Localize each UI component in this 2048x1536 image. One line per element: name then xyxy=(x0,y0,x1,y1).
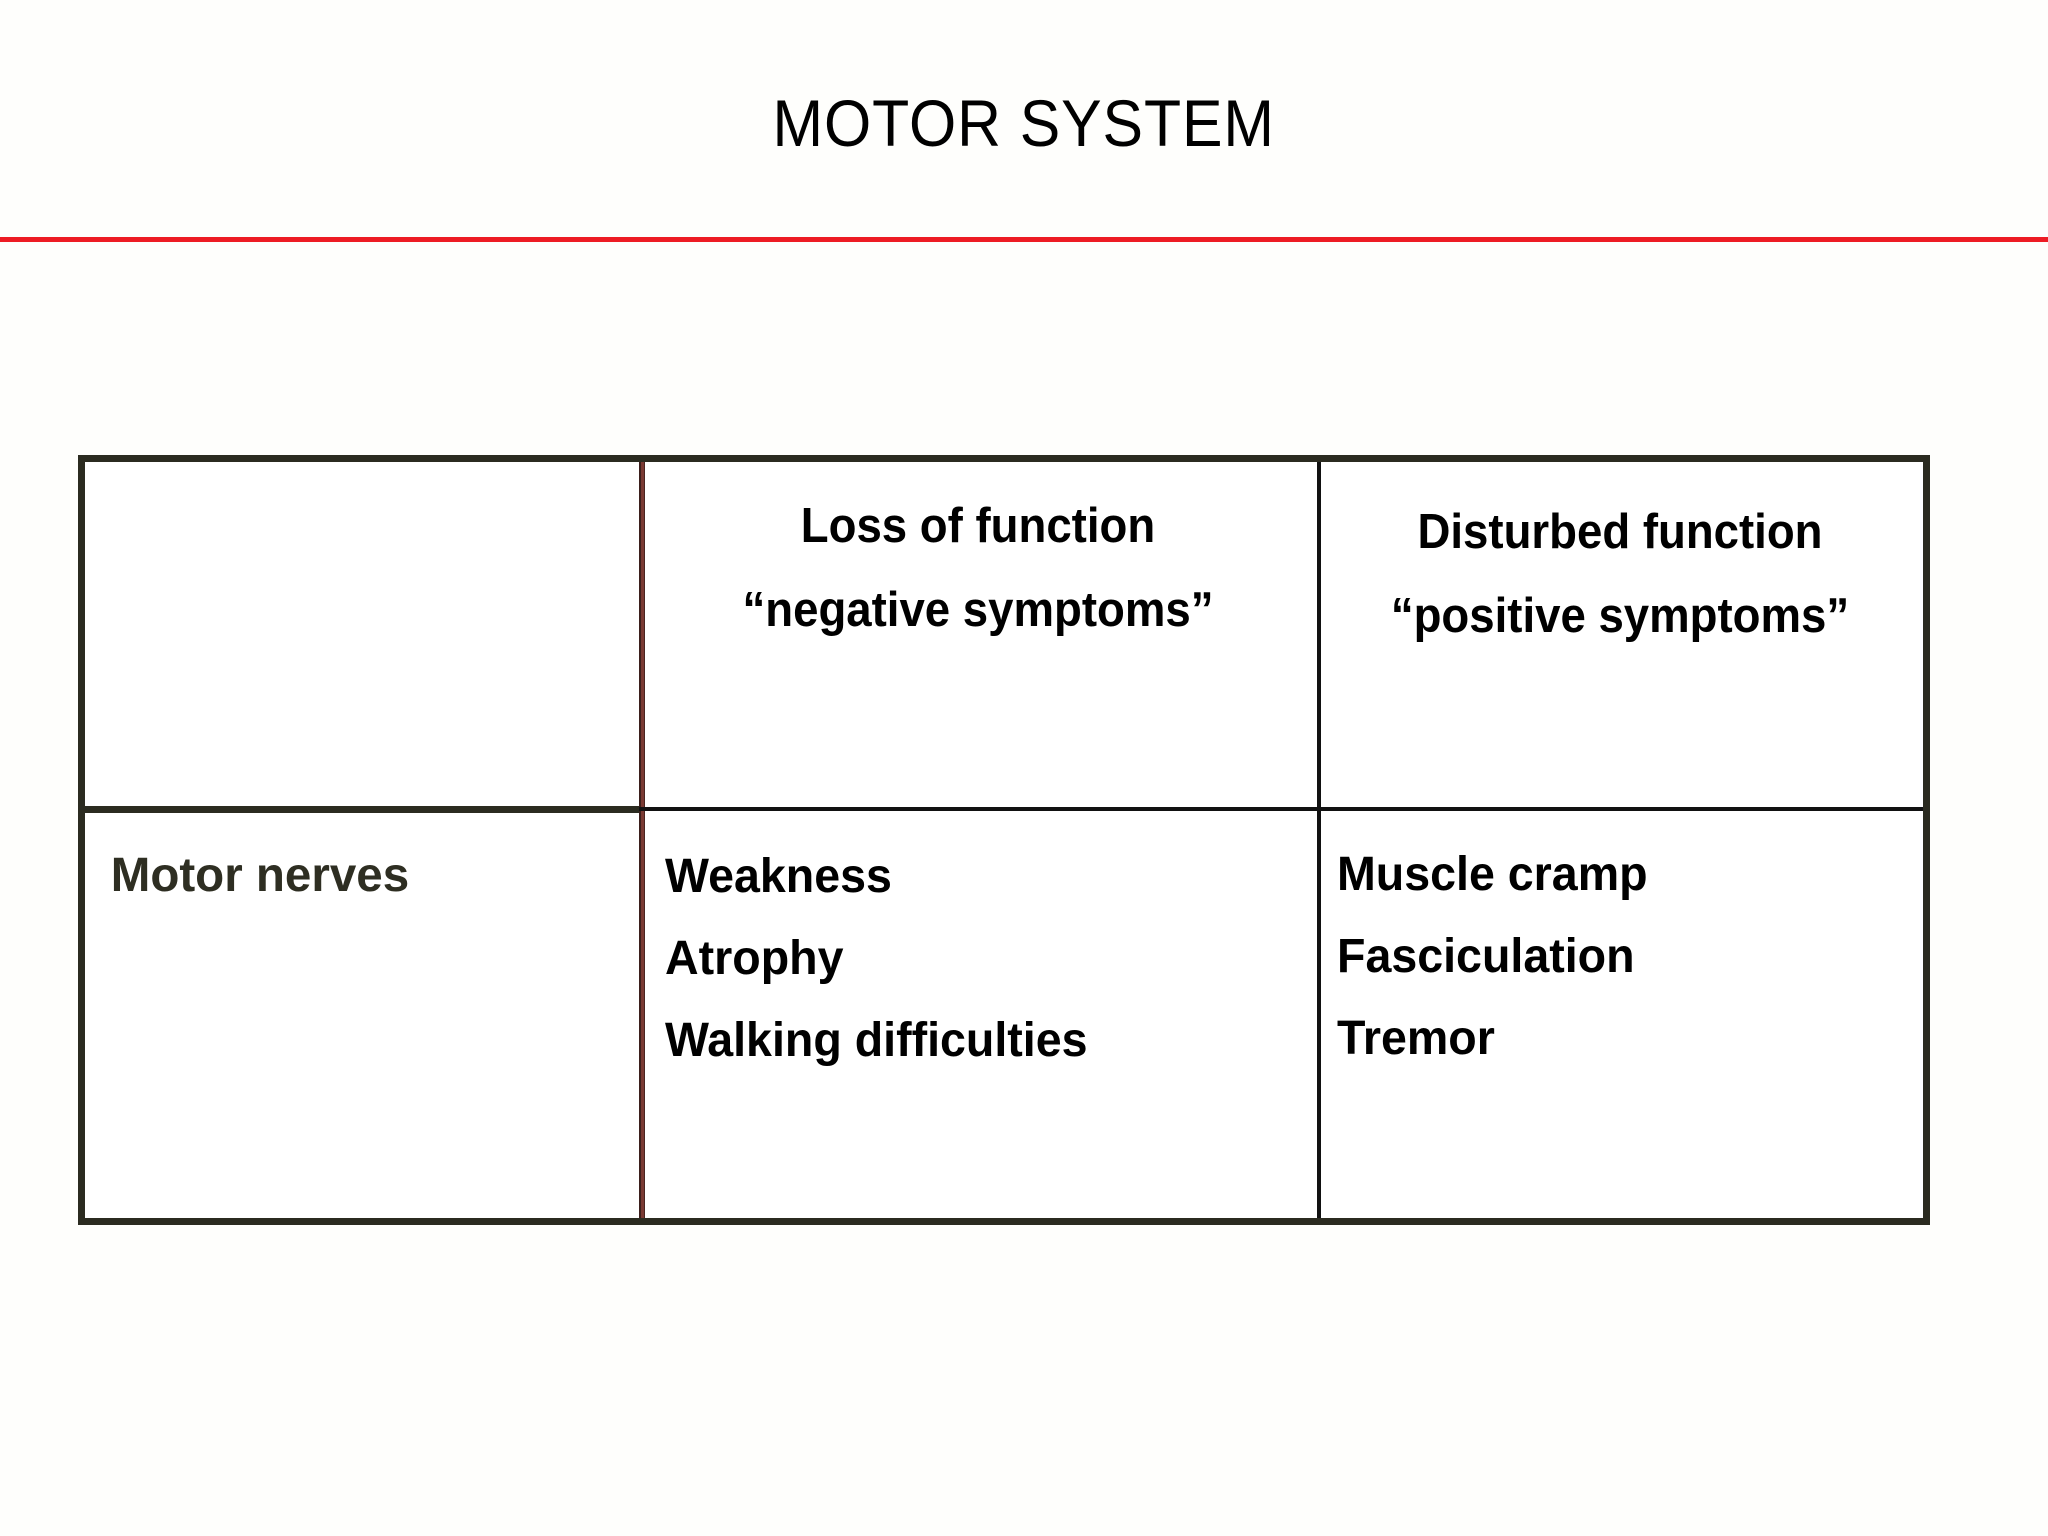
table-cell-positive-symptoms: Muscle cramp Fasciculation Tremor xyxy=(1317,808,1923,1218)
table-header-negative-block: Loss of function “negative symptoms” xyxy=(663,462,1294,652)
list-item: Atrophy xyxy=(665,932,844,985)
table-header-positive-block: Disturbed function “positive symptoms” xyxy=(1338,462,1902,658)
table-cell-negative-symptoms: Weakness Atrophy Walking difficulties xyxy=(639,808,1317,1218)
list-item: Walking difficulties xyxy=(665,1014,1088,1067)
table-row: Motor nerves Weakness Atrophy Walking di… xyxy=(85,808,1923,1218)
positive-symptom-list: Muscle cramp Fasciculation Tremor xyxy=(1317,808,1923,1080)
title-divider-rule xyxy=(0,237,2048,242)
table-header-cell-category xyxy=(85,462,639,808)
column-divider-black-body xyxy=(1317,811,1321,1218)
list-item: Muscle cramp xyxy=(1337,848,1648,901)
column-divider-black-header xyxy=(1317,462,1321,808)
table-header-negative-line2: “negative symptoms” xyxy=(742,583,1214,637)
page-title: MOTOR SYSTEM xyxy=(772,86,1275,160)
table-header-row: Loss of function “negative symptoms” Dis… xyxy=(85,462,1923,808)
table-row-separator xyxy=(85,807,1923,811)
table-header-positive-line2: “positive symptoms” xyxy=(1390,589,1850,643)
column-divider-maroon-header xyxy=(639,462,645,808)
table-row-separator-left xyxy=(85,806,639,813)
list-item: Fasciculation xyxy=(1337,930,1635,983)
column-divider-maroon-body xyxy=(639,811,645,1218)
negative-symptom-list: Weakness Atrophy Walking difficulties xyxy=(639,808,1317,1082)
symptom-table: Loss of function “negative symptoms” Dis… xyxy=(78,455,1930,1225)
list-item: Weakness xyxy=(665,850,892,903)
table-header-cell-positive: Disturbed function “positive symptoms” xyxy=(1317,462,1923,808)
table-cell-category: Motor nerves xyxy=(85,808,639,1218)
table-header-negative-line1: Loss of function xyxy=(800,499,1156,553)
list-item: Tremor xyxy=(1337,1012,1495,1065)
table-header-positive-line1: Disturbed function xyxy=(1417,505,1823,559)
table-row-label: Motor nerves xyxy=(110,849,410,902)
table-header-cell-negative: Loss of function “negative symptoms” xyxy=(639,462,1317,808)
